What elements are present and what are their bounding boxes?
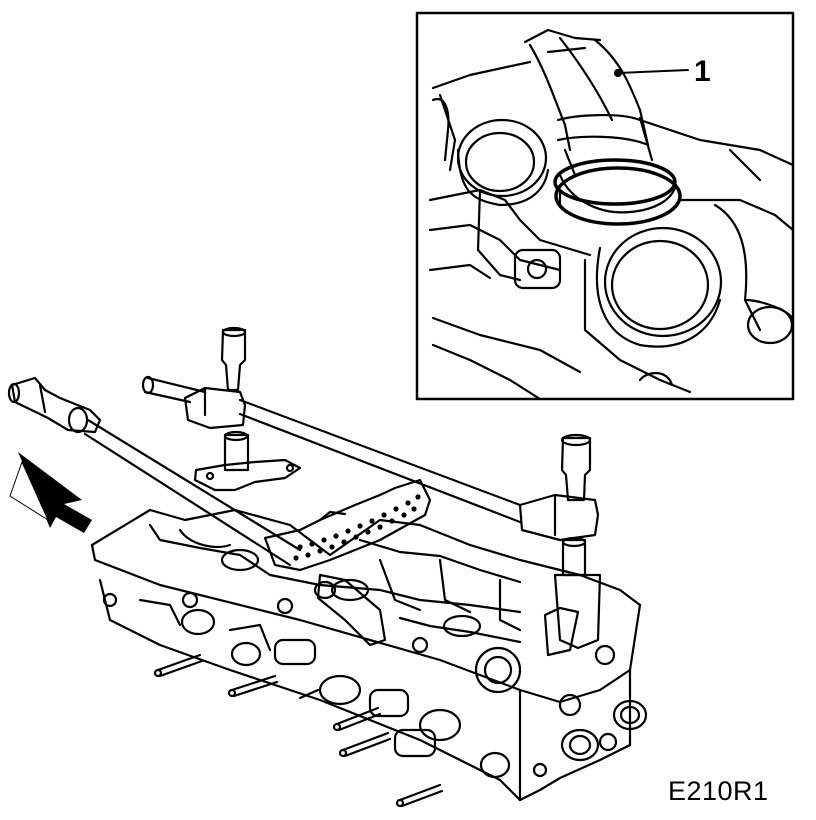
- cylinder-head: [90, 508, 648, 808]
- tool-shaft: [523, 28, 682, 226]
- figure-code: E210R1: [668, 776, 769, 806]
- plate-holes: [293, 494, 421, 561]
- callout-label-1: 1: [694, 55, 711, 88]
- valve-spring-compressor-tool: [7, 326, 602, 657]
- detail-inset: [415, 11, 795, 401]
- arrow-removal-direction: [9, 452, 92, 533]
